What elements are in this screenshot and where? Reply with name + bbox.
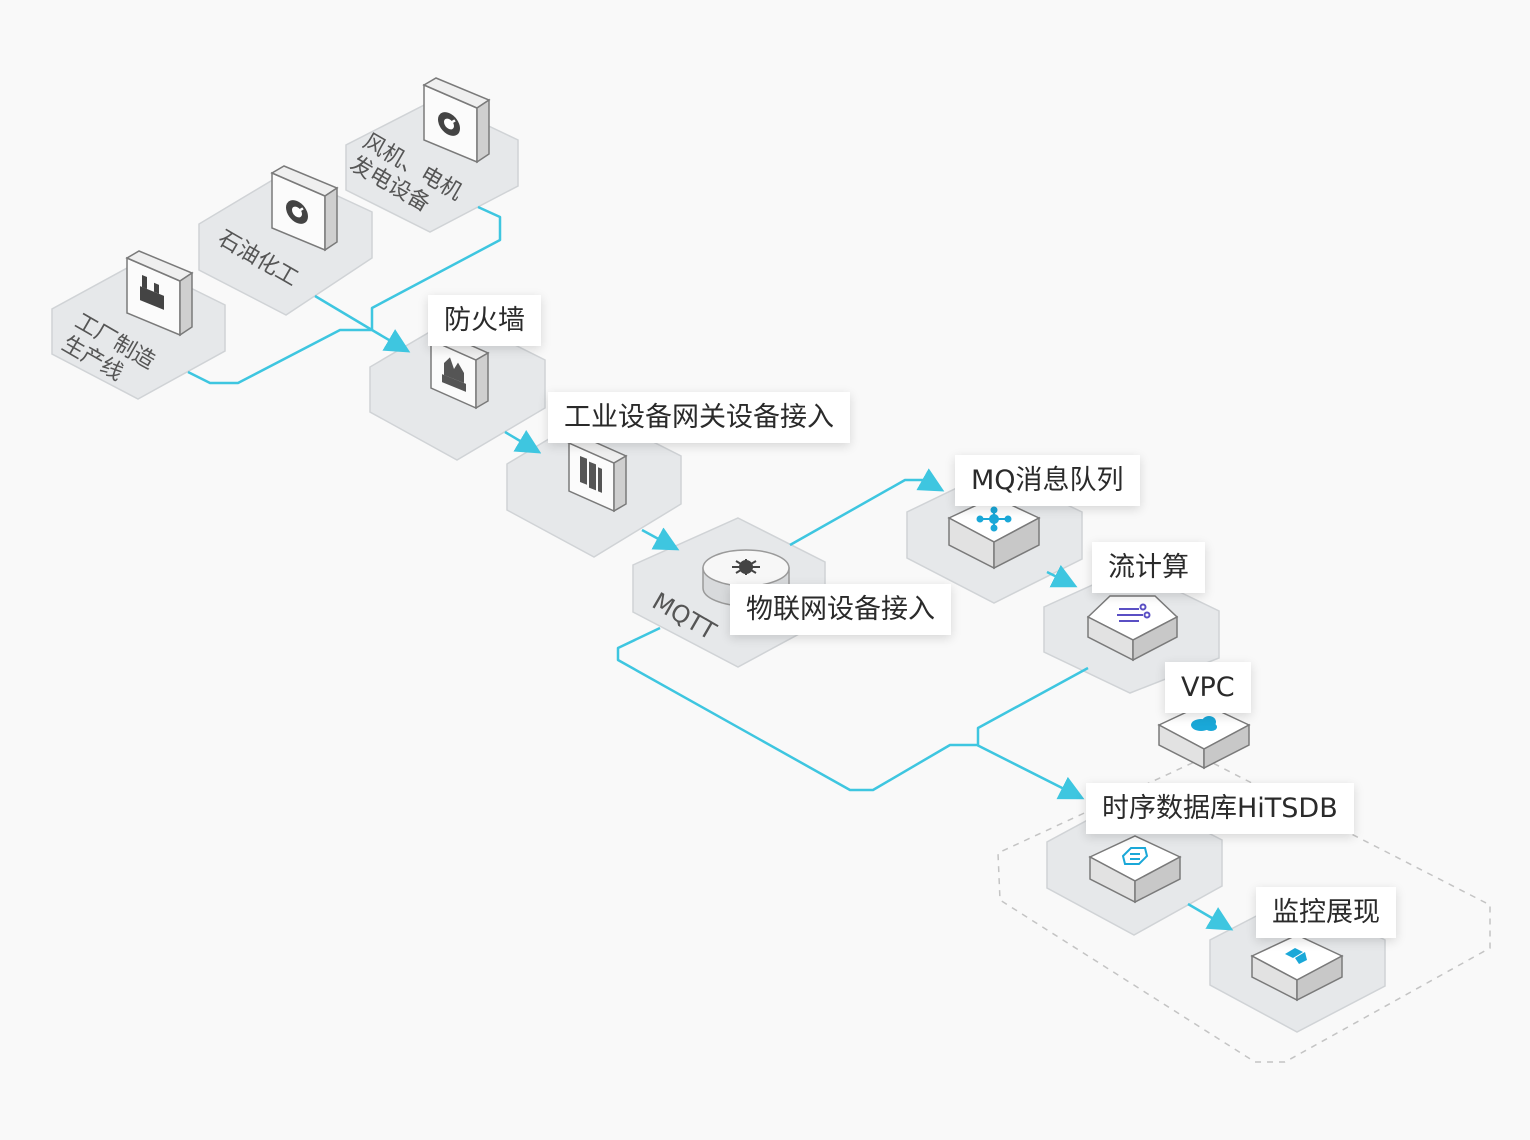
virus-hub-icon [732,559,760,575]
cloud-icon [1191,716,1217,731]
message-hub-icon [976,506,1012,532]
node-firewall-label: 防火墙 [428,295,541,346]
flow-stream-to-tsdb [976,666,1089,745]
flow-iot-to-mq [789,468,945,547]
node-iot-label: 物联网设备接入 [730,584,951,635]
firewall-icon [442,357,466,392]
vpc-region-outline [997,757,1491,1063]
factory-icon [140,274,164,310]
flow-iot-to-tsdb [616,626,1085,800]
satellite-dish-icon [438,112,460,136]
gateway-icon [580,455,602,493]
flow-power-to-firewall [370,205,502,330]
satellite-dish-icon [286,200,308,224]
database-icon [1121,847,1149,865]
flow-firewall-to-gateway [504,430,542,454]
node-stream-label: 流计算 [1092,542,1205,593]
box-vpc [1157,703,1251,770]
node-mq-label: MQ消息队列 [955,455,1140,506]
flow-petrochem-to-firewall [314,294,373,332]
flow-factory-to-firewall [187,328,411,385]
flow-tsdb-to-monitor [1187,902,1234,931]
box-stream [1086,595,1179,662]
node-gateway-label: 工业设备网关设备接入 [548,392,850,443]
dashboard-icon [1285,948,1307,964]
stream-compute-icon [1117,603,1151,622]
node-vpc-label: VPC [1165,662,1251,713]
node-monitor-label: 监控展现 [1256,887,1396,938]
node-tsdb-label: 时序数据库HiTSDB [1086,783,1354,834]
flow-gateway-to-iot [641,527,680,551]
flow-mq-to-stream [1046,564,1078,588]
